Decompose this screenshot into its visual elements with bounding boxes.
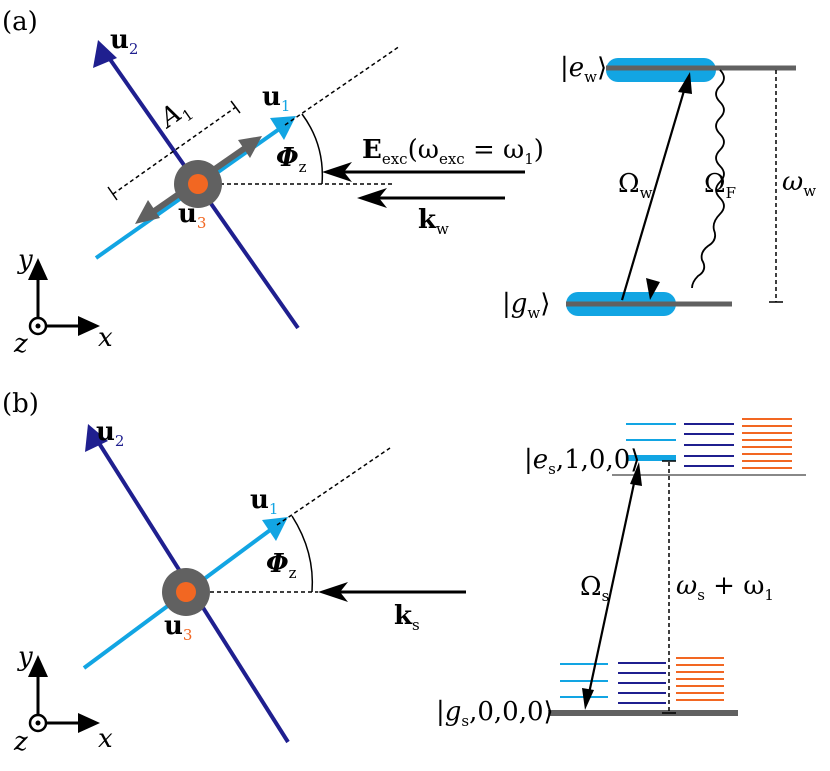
y-label-b: y xyxy=(17,642,33,672)
k-arrowhead-b xyxy=(318,582,348,602)
u1-extension-a xyxy=(284,45,401,126)
y-label-a: y xyxy=(17,245,33,275)
k-arrowhead-a xyxy=(357,188,387,208)
transition-arrow-b xyxy=(586,473,638,699)
x-label-b: x xyxy=(98,724,113,754)
u1-label-a: u1 xyxy=(262,82,290,115)
ground-state-label-b: |gs,0,0,0⟩ xyxy=(436,697,554,730)
vibration-head-upper xyxy=(238,136,262,158)
z-label-b: z xyxy=(13,727,28,757)
fluorescence-path-a xyxy=(691,69,725,289)
vibration-head-lower xyxy=(135,200,160,224)
u1-extension-b xyxy=(276,447,391,526)
u3-label-a: u3 xyxy=(178,199,206,232)
u1-arrowhead-b xyxy=(262,517,288,541)
x-arrowhead-a xyxy=(78,316,100,336)
excitation-arrowhead-a xyxy=(678,72,692,94)
panel-b: (b) u2 u1 u3 Φz ks y xyxy=(2,389,806,757)
z-label-a: z xyxy=(13,329,28,359)
angle-arc-b xyxy=(291,515,314,593)
u2-label-a: u2 xyxy=(110,25,138,58)
frequency-label-a: ωw xyxy=(782,167,816,200)
transition-arrowhead-top xyxy=(630,462,642,486)
field-arrowhead-a xyxy=(322,162,352,182)
u3-label-b: u3 xyxy=(164,611,192,644)
frequency-label-b: ωs + ω1 xyxy=(676,571,774,604)
panel-a-label: (a) xyxy=(2,7,38,37)
molecule-core-a xyxy=(188,174,208,194)
u1-label-b: u1 xyxy=(250,485,278,518)
angle-arc-a xyxy=(301,113,324,185)
angle-label-b: Φz xyxy=(266,549,297,582)
y-arrowhead-b xyxy=(28,655,48,677)
excited-state-label-a: |ew⟩ xyxy=(560,53,607,86)
u2-label-b: u2 xyxy=(96,417,124,450)
x-arrowhead-b xyxy=(78,713,100,733)
field-label-a: Eexc(ωexc = ω1) xyxy=(362,135,544,168)
k-label-b: ks xyxy=(394,601,420,634)
panel-b-label: (b) xyxy=(2,389,39,419)
angle-label-a: Φz xyxy=(276,143,307,176)
molecule-core-b xyxy=(176,582,196,602)
excited-base-level-b xyxy=(626,455,676,461)
k-label-a: kw xyxy=(418,205,449,238)
fluorescence-arrowhead-a xyxy=(646,278,660,300)
excitation-arrow-a xyxy=(620,83,688,301)
amplitude-tick-left xyxy=(107,186,118,201)
transition-arrowhead-bottom xyxy=(582,688,594,710)
rabi-label-a: Ωw xyxy=(618,169,653,202)
y-arrowhead-a xyxy=(28,258,48,280)
ground-state-label-a: |gw⟩ xyxy=(502,289,550,322)
excited-state-label-b: |es,1,0,0⟩ xyxy=(524,445,640,478)
x-label-a: x xyxy=(98,323,113,353)
u1-arrowhead-a xyxy=(270,116,296,140)
z-axis-dot-a xyxy=(35,323,41,329)
rabi-label-b: Ωs xyxy=(580,572,609,605)
u2-arrowhead-a xyxy=(93,40,117,68)
z-axis-dot-b xyxy=(35,720,41,726)
fluorescence-label-a: ΩF xyxy=(704,169,736,202)
u2-arrowhead-b xyxy=(85,424,108,452)
panel-a: (a) u2 u1 u3 A1 xyxy=(2,7,816,359)
amplitude-tick-right xyxy=(230,100,241,114)
